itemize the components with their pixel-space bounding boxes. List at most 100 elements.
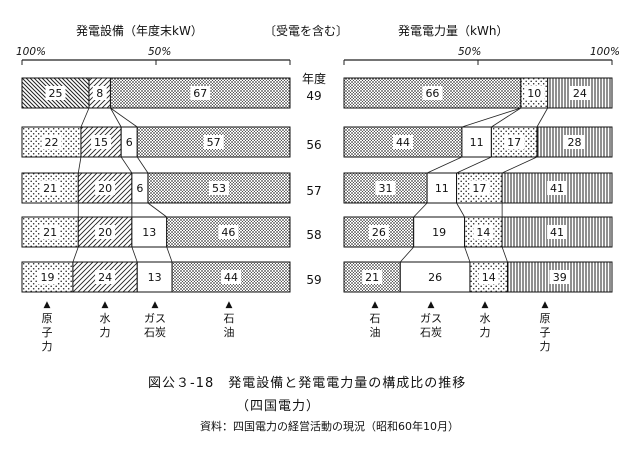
bar-value-label: 8 <box>96 87 103 100</box>
right-tick-50: 50% <box>458 46 482 58</box>
connector-line <box>136 156 149 174</box>
bar-label-bg <box>368 225 389 239</box>
bar-value-label: 28 <box>567 136 581 149</box>
bar-value-label: 39 <box>553 271 567 284</box>
bar-value-label: 13 <box>142 226 156 239</box>
figure-caption: 図公３-18 発電設備と発電電力量の構成比の推移 <box>148 376 467 391</box>
bar-label-bg <box>425 270 446 284</box>
bar-value-label: 67 <box>193 87 207 100</box>
bar-value-label: 17 <box>507 136 521 149</box>
bar-value-label: 14 <box>482 271 496 284</box>
bar-value-label: 14 <box>476 226 490 239</box>
legend-label-hydro: 水力 <box>479 312 491 339</box>
middle-note: 〔受電を含む〕 <box>264 24 349 38</box>
bar-value-label: 25 <box>49 87 63 100</box>
connector-line <box>501 156 538 174</box>
legend-label-nuclear: 原子力 <box>41 312 53 353</box>
bar-label-bg <box>569 86 590 100</box>
legend-label-nuclear: 原子力 <box>539 312 551 353</box>
connector-line <box>464 246 471 263</box>
legend-label-oil: 石油 <box>223 312 235 339</box>
year-label: 59 <box>306 273 322 287</box>
bar-label-bg <box>40 181 61 195</box>
connector-line <box>166 246 173 263</box>
bar-value-label: 44 <box>224 271 238 284</box>
left-panel-title: 発電設備（年度末kW） <box>76 24 203 38</box>
bar-label-bg <box>190 86 211 100</box>
connector-line <box>77 156 82 174</box>
legend-marker-icon: ▲ <box>427 300 435 310</box>
source-note: 資料：四国電力の経営活動の現況（昭和60年10月） <box>200 420 459 433</box>
bar-value-label: 13 <box>148 271 162 284</box>
bar-value-label: 6 <box>126 136 133 149</box>
connector-line <box>399 246 414 263</box>
connector-line <box>110 107 122 128</box>
bar-value-label: 21 <box>43 226 57 239</box>
bar-value-label: 53 <box>212 182 226 195</box>
bar-label-bg <box>392 135 413 149</box>
bar-value-label: 19 <box>432 226 446 239</box>
connector-line <box>456 156 492 174</box>
bar-label-bg <box>547 225 568 239</box>
bar-label-bg <box>478 270 499 284</box>
bar-label-bg <box>221 270 242 284</box>
year-label: 58 <box>306 228 322 242</box>
connector-line <box>461 107 522 128</box>
bar-value-label: 21 <box>365 271 379 284</box>
bar-value-label: 15 <box>94 136 108 149</box>
bar-value-label: 41 <box>550 182 564 195</box>
bar-label-bg <box>431 181 452 195</box>
legend-marker-icon: ▲ <box>371 300 379 310</box>
bar-label-bg <box>375 181 396 195</box>
bar-label-bg <box>203 135 224 149</box>
bar-segment <box>343 216 415 248</box>
connector-line <box>456 202 465 218</box>
bar-value-label: 6 <box>136 182 143 195</box>
bar-label-bg <box>45 86 66 100</box>
bar-label-bg <box>95 270 116 284</box>
bar-label-bg <box>422 86 443 100</box>
legend-marker-icon: ▲ <box>541 300 549 310</box>
legend-label-hydro: 水力 <box>99 312 111 339</box>
bar-value-label: 26 <box>372 226 386 239</box>
bar-label-bg <box>41 135 62 149</box>
legend-marker-icon: ▲ <box>101 300 109 310</box>
connector-line <box>147 202 167 218</box>
right-tick-100: 100% <box>590 46 621 58</box>
bar-label-bg <box>132 181 147 195</box>
bar-label-bg <box>547 181 568 195</box>
bar-value-label: 19 <box>40 271 54 284</box>
connector-line <box>72 246 79 263</box>
bar-value-label: 11 <box>435 182 449 195</box>
connector-line <box>120 156 133 174</box>
bar-label-bg <box>218 225 239 239</box>
bar-value-label: 24 <box>573 87 587 100</box>
bar-value-label: 20 <box>98 226 112 239</box>
bar-value-label: 11 <box>470 136 484 149</box>
bar-label-bg <box>91 135 112 149</box>
legend-marker-icon: ▲ <box>225 300 233 310</box>
bar-label-bg <box>139 225 160 239</box>
bar-label-bg <box>466 135 487 149</box>
bar-label-bg <box>504 135 525 149</box>
bar-label-bg <box>95 181 116 195</box>
bar-label-bg <box>469 181 490 195</box>
bar-value-label: 31 <box>379 182 393 195</box>
connector-line <box>501 246 508 263</box>
figure-subcaption: （四国電力） <box>236 399 321 414</box>
bar-value-label: 17 <box>472 182 486 195</box>
legend-label-oil: 石油 <box>369 312 381 339</box>
legend-marker-icon: ▲ <box>43 300 51 310</box>
bar-value-label: 57 <box>207 136 221 149</box>
bar-label-bg <box>524 86 545 100</box>
bar-label-bg <box>144 270 165 284</box>
legend-marker-icon: ▲ <box>481 300 489 310</box>
bar-value-label: 66 <box>425 87 439 100</box>
bar-label-bg <box>122 135 137 149</box>
bar-label-bg <box>40 225 61 239</box>
bar-value-label: 44 <box>396 136 410 149</box>
bar-label-bg <box>564 135 585 149</box>
connector-line <box>80 107 90 128</box>
legend-label-gas-coal: ガス石炭 <box>420 312 442 339</box>
